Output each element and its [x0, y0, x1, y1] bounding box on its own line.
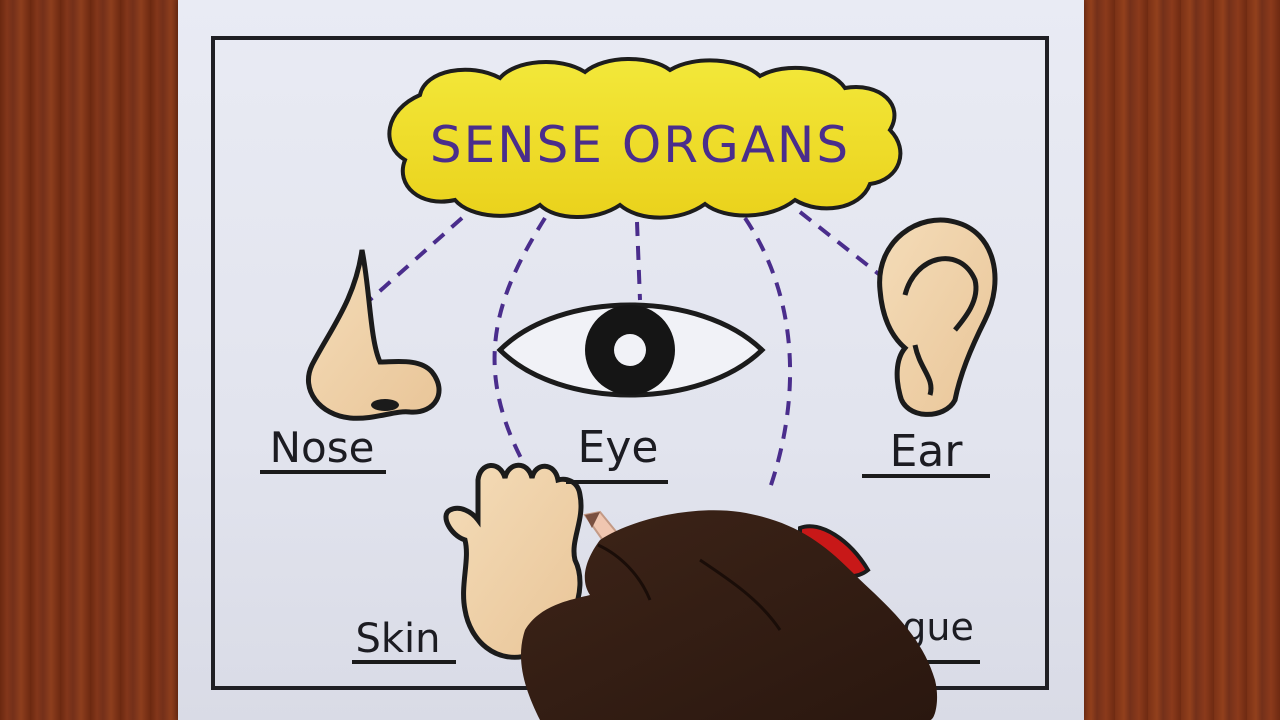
wooden-table-left	[0, 0, 180, 720]
connector-skin	[492, 216, 547, 461]
poster-title: SENSE ORGANS	[430, 116, 850, 174]
label-eye: Eye	[578, 422, 659, 473]
eye-drawing	[496, 302, 766, 398]
connector-tongue	[743, 216, 793, 489]
ear-drawing	[877, 217, 998, 417]
label-nose: Nose	[270, 423, 375, 472]
label-ear: Ear	[890, 426, 964, 477]
hand-with-pencil	[520, 510, 938, 720]
wooden-table-right	[1082, 0, 1280, 720]
title-cloud	[387, 57, 903, 220]
label-skin: Skin	[355, 616, 440, 662]
nose-drawing	[305, 249, 442, 421]
connector-eye	[635, 221, 642, 301]
